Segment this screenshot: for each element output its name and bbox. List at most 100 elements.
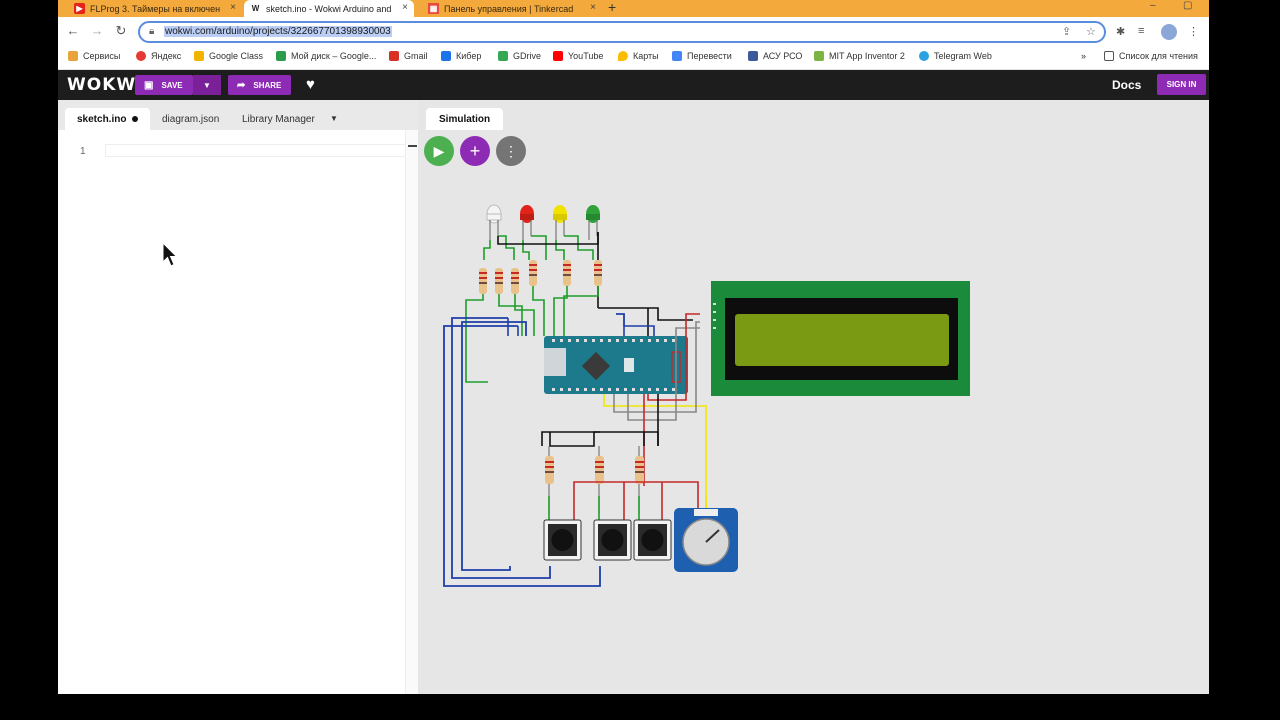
new-tab-button[interactable]: + [608, 0, 617, 15]
bookmark-item[interactable]: Google Class [194, 51, 263, 61]
lcd-display[interactable] [711, 281, 970, 396]
bookmark-item[interactable]: Кибер [441, 51, 481, 61]
line-number: 1 [80, 146, 86, 157]
wokwi-header: WOKWI ▣ SAVE ▼ ➦ SHARE ♥ Docs SIGN IN [58, 70, 1209, 100]
wokwi-icon: W [251, 4, 260, 13]
close-icon[interactable]: × [230, 2, 236, 13]
resistor[interactable] [495, 268, 503, 294]
save-dropdown-button[interactable]: ▼ [193, 75, 221, 95]
save-button[interactable]: ▣ SAVE [135, 75, 193, 95]
more-options-button[interactable]: ⋮ [496, 136, 526, 166]
lock-icon: 🔒︎ [149, 26, 155, 37]
add-part-button[interactable]: + [460, 136, 490, 166]
share-button[interactable]: ➦ SHARE [228, 75, 291, 95]
pushbutton-1[interactable] [543, 519, 582, 561]
save-disk-icon: ▣ [144, 79, 154, 91]
close-icon[interactable]: × [402, 2, 408, 13]
bookmark-item[interactable]: Telegram Web [919, 51, 992, 61]
browser-tab-tinkercad[interactable]: ▦ Панель управления | Tinkercad × [422, 0, 602, 17]
resistor[interactable] [511, 268, 519, 294]
forward-icon[interactable]: → [90, 23, 104, 38]
tabs-dropdown-icon[interactable]: ▼ [330, 114, 338, 123]
code-line-input[interactable] [105, 144, 417, 157]
button-wires [443, 313, 625, 587]
led-green[interactable] [586, 205, 600, 240]
resistor[interactable] [563, 260, 571, 286]
resistor[interactable] [594, 260, 602, 286]
url-input[interactable]: 🔒︎ wokwi.com/arduino/projects/3226677013… [138, 21, 1106, 43]
pushbutton-3[interactable] [633, 519, 672, 561]
rotary-encoder[interactable] [674, 508, 738, 572]
menu-dots-icon[interactable]: ⋮ [1188, 26, 1199, 38]
tab-simulation[interactable]: Simulation [426, 108, 504, 130]
simulation-pane: Simulation ▶ + ⋮ [418, 100, 1209, 694]
extensions-icon[interactable]: ✱ [1116, 26, 1126, 38]
reading-mode-icon[interactable]: ≡ [1138, 25, 1145, 37]
bookmark-label: Google Class [209, 51, 264, 61]
led-red[interactable] [520, 205, 534, 240]
tab-diagram-json[interactable]: diagram.json [150, 108, 231, 130]
back-icon[interactable]: ← [66, 23, 80, 38]
unsaved-dot-icon [132, 116, 139, 122]
bookmarks-bar: Сервисы Яндекс Google Class Мой диск – G… [58, 46, 1209, 70]
docs-link[interactable]: Docs [1112, 78, 1142, 92]
bookmark-item[interactable]: MIT App Inventor 2 [814, 51, 905, 61]
tab-sketch-ino[interactable]: sketch.ino [65, 108, 151, 130]
browser-tab-wokwi[interactable]: W sketch.ino - Wokwi Arduino and × [244, 0, 414, 17]
tinkercad-icon: ▦ [428, 3, 439, 14]
reading-list-label: Список для чтения [1119, 51, 1198, 61]
youtube-icon: ▶ [74, 3, 85, 14]
minimize-icon[interactable]: – [1150, 0, 1156, 11]
arduino-nano[interactable] [544, 336, 688, 394]
bookmark-item[interactable]: Мой диск – Google... [276, 51, 376, 61]
heart-icon[interactable]: ♥ [306, 76, 315, 93]
reading-list-icon [1104, 51, 1114, 61]
bookmark-item[interactable]: Gmail [389, 51, 428, 61]
reading-list-button[interactable]: Список для чтения [1104, 51, 1198, 61]
wokwi-logo[interactable]: WOKWI [67, 75, 144, 95]
google-classroom-icon [194, 51, 204, 61]
reload-icon[interactable]: ↻ [115, 23, 127, 38]
maximize-icon[interactable]: ▢ [1183, 0, 1193, 11]
bookmark-label: MIT App Inventor 2 [829, 51, 905, 61]
avatar[interactable] [1161, 24, 1177, 40]
led-yellow[interactable] [553, 205, 567, 240]
mouse-cursor-icon [162, 242, 178, 267]
bookmarks-more-button[interactable]: » [1081, 51, 1087, 61]
bookmark-label: Яндекс [151, 51, 182, 61]
bookmark-item[interactable]: Перевести [672, 51, 732, 61]
google-drive-icon [276, 51, 286, 61]
start-simulation-button[interactable]: ▶ [424, 136, 454, 166]
bookmark-star-icon[interactable]: ☆ [1086, 26, 1096, 38]
bookmark-item[interactable]: GDrive [498, 51, 541, 61]
tab-library-manager[interactable]: Library Manager [230, 108, 327, 130]
signal-wires [465, 286, 693, 383]
close-icon[interactable]: × [590, 2, 596, 13]
led-white[interactable] [486, 204, 502, 240]
address-bar-row: ← → ↻ 🔒︎ wokwi.com/arduino/projects/3226… [58, 17, 1209, 46]
tab-label: diagram.json [162, 113, 220, 125]
kiber-icon [441, 51, 451, 61]
apps-grid-icon [68, 51, 78, 61]
bookmark-label: Карты [633, 51, 659, 61]
browser-tab-flprog[interactable]: ▶ FLProg 3. Таймеры на включен × [68, 0, 242, 17]
editor-scrollbar[interactable] [405, 130, 418, 694]
resistor[interactable] [479, 268, 487, 294]
bookmark-item[interactable]: Карты [618, 51, 659, 61]
resistor[interactable] [529, 260, 537, 286]
sign-in-button[interactable]: SIGN IN [1157, 74, 1206, 95]
url-text: wokwi.com/arduino/projects/3226677013989… [164, 26, 392, 37]
bookmark-label: Кибер [456, 51, 482, 61]
bookmark-item[interactable]: YouTube [553, 51, 603, 61]
bookmark-item[interactable]: Яндекс [136, 51, 181, 61]
pushbutton-2[interactable] [593, 519, 632, 561]
bookmark-label: Перевести [687, 51, 732, 61]
resistor[interactable] [635, 446, 644, 514]
share-page-icon[interactable]: ⇪ [1062, 26, 1072, 38]
bookmark-item[interactable]: АСУ РСО [748, 51, 802, 61]
lower-wires [541, 313, 707, 508]
bookmark-label: АСУ РСО [763, 51, 803, 61]
power-wires [573, 481, 699, 520]
bookmark-item[interactable]: Сервисы [68, 51, 120, 61]
